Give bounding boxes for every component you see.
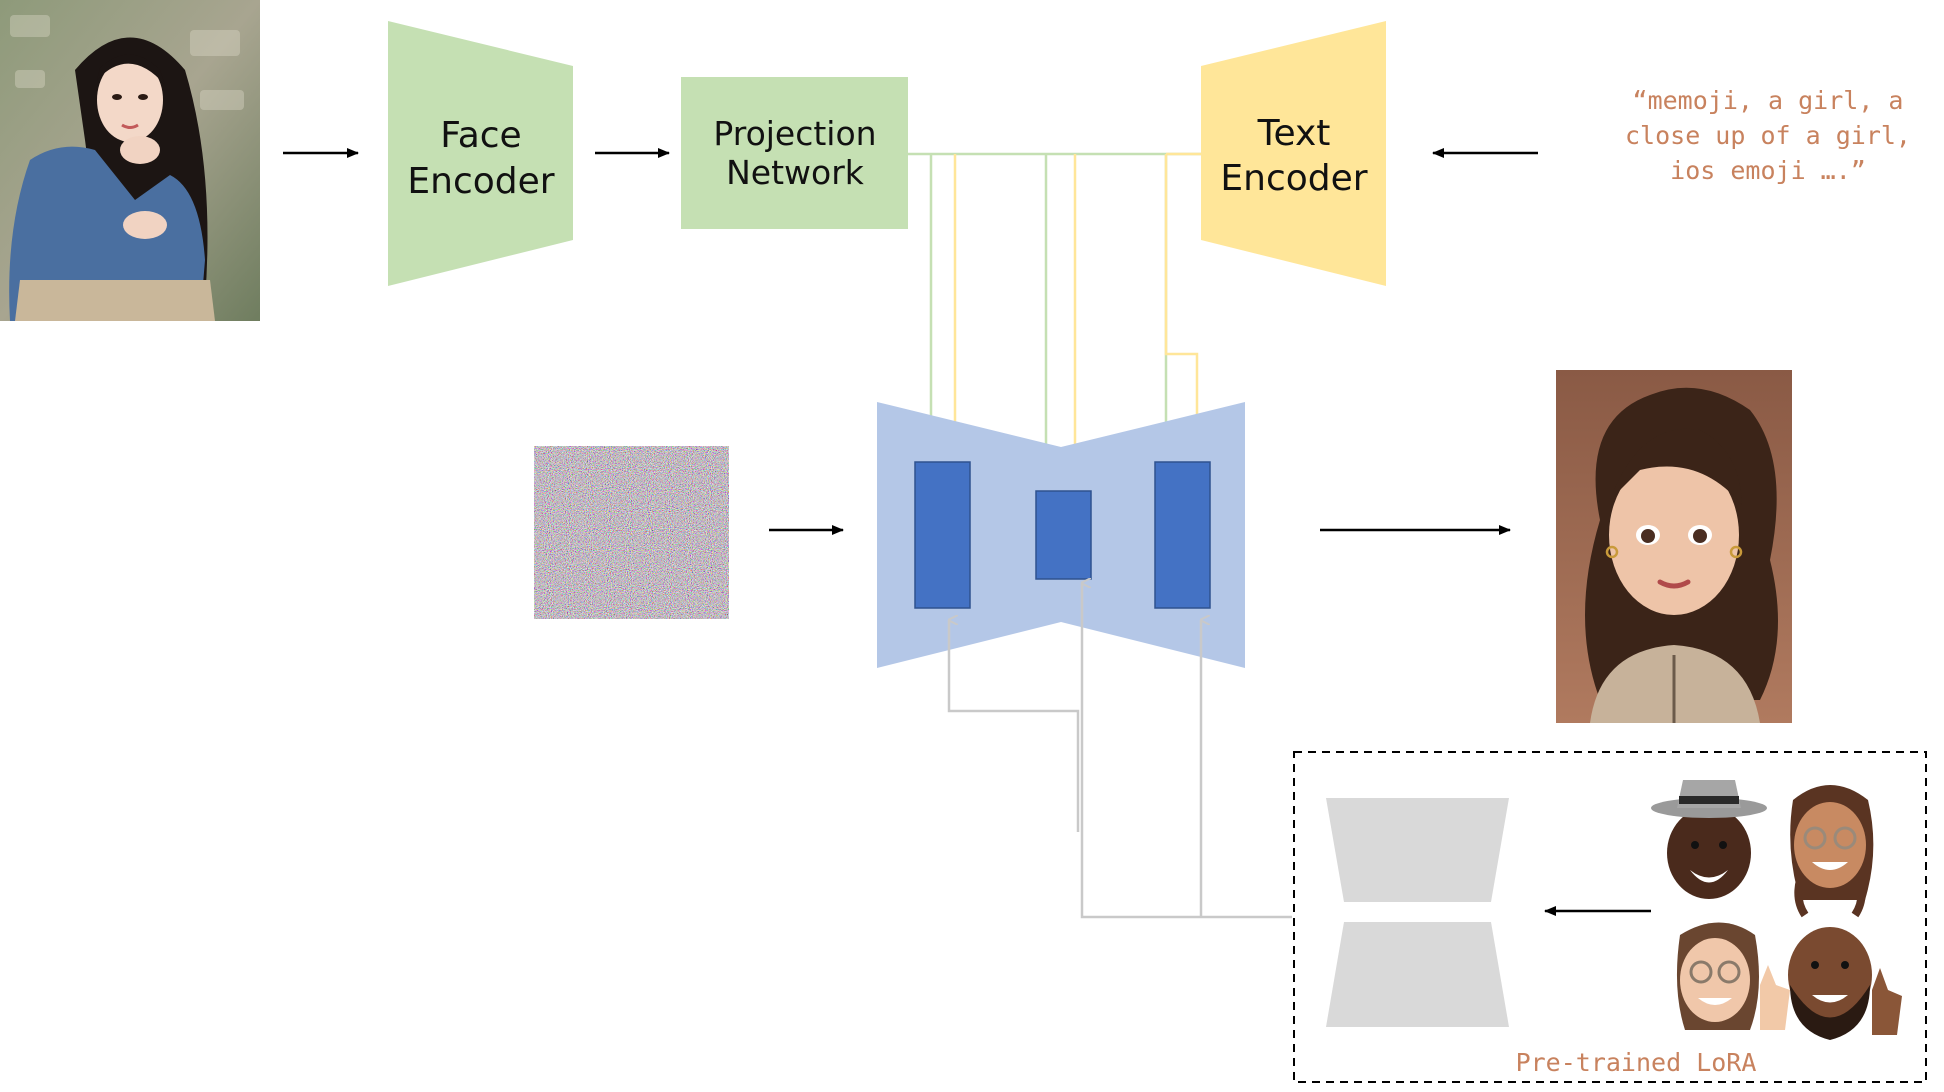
lora-shape-bottom xyxy=(1326,922,1509,1027)
lora-line-middle xyxy=(1080,583,1292,919)
text-encoder-label-line2: Encoder xyxy=(1220,158,1367,199)
text-encoder-label-line1: Text xyxy=(1257,113,1331,154)
lora-dashed-border xyxy=(1293,751,1927,1083)
memoji-sample-man-hat xyxy=(1651,780,1767,899)
output-memoji-image xyxy=(1556,370,1792,723)
conditioning-lines xyxy=(908,152,1201,488)
memoji-sample-woman-glasses xyxy=(1790,785,1874,918)
text-encoder-shape xyxy=(1201,21,1386,286)
input-face-photo xyxy=(0,0,260,321)
unet-down-block xyxy=(914,461,971,609)
projection-network-label-line1: Projection xyxy=(713,114,876,153)
unet xyxy=(877,402,1245,668)
lora-shape-top xyxy=(1326,798,1509,902)
prompt-line-1: “memoji, a girl, a xyxy=(1633,86,1904,115)
face-encoder-label-line1: Face xyxy=(440,115,521,156)
text-prompt: “memoji, a girl, a close up of a girl, i… xyxy=(1625,86,1911,185)
face-encoder: Face Encoder xyxy=(388,21,573,286)
lora-line-left xyxy=(947,620,1080,832)
prompt-line-3: ios emoji ….” xyxy=(1670,156,1866,185)
projection-network-label-line2: Network xyxy=(726,153,865,192)
memoji-sample-woman-thumbsup xyxy=(1676,922,1790,1030)
lora-injection-lines xyxy=(947,583,1292,919)
face-encoder-shape xyxy=(388,21,573,286)
pretrained-lora-panel: Pre-trained LoRA xyxy=(1293,751,1927,1083)
unet-mid-block xyxy=(1035,490,1092,580)
prompt-line-2: close up of a girl, xyxy=(1625,121,1911,150)
face-encoder-label-line2: Encoder xyxy=(407,161,554,202)
unet-up-block xyxy=(1154,461,1211,609)
projection-network-box xyxy=(681,77,908,229)
text-encoder: Text Encoder xyxy=(1201,21,1386,286)
lora-label: Pre-trained LoRA xyxy=(1516,1048,1757,1077)
memoji-sample-man-beard xyxy=(1788,927,1902,1040)
projection-network: Projection Network xyxy=(681,77,908,229)
noise-latent-image xyxy=(534,446,729,619)
yellow-line-right xyxy=(1164,154,1197,459)
